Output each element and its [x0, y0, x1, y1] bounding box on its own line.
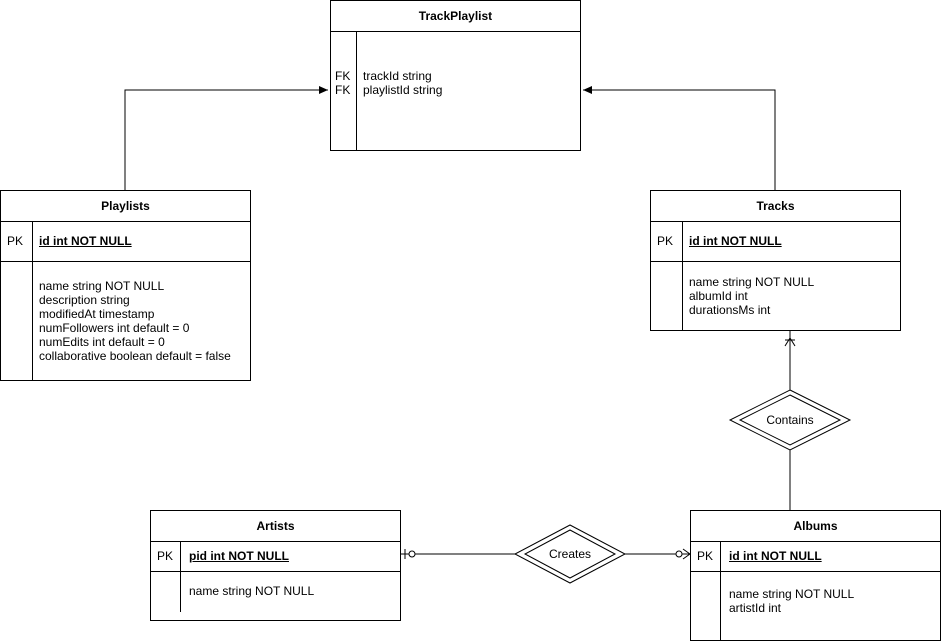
pk-field: id int NOT NULL [689, 234, 782, 248]
field-numedits: numEdits int default = 0 [39, 335, 165, 349]
field-description: description string [39, 293, 130, 307]
pk-label: PK [657, 234, 674, 248]
creates-relationship[interactable]: Creates [513, 524, 627, 584]
tracks-one-or-many-marker [784, 337, 796, 347]
pk-field: pid int NOT NULL [189, 549, 289, 563]
field-albumid: albumId int [689, 289, 748, 303]
creates-label: Creates [549, 547, 591, 561]
field-durationsms: durationsMs int [689, 303, 771, 317]
pk-row: PK id int NOT NULL [1, 222, 250, 262]
entity-title: Playlists [1, 191, 250, 222]
key-column [331, 32, 357, 150]
fk-label: FK [335, 83, 351, 97]
field-list: trackId string playlistId string [363, 69, 442, 97]
field-collaborative: collaborative boolean default = false [39, 349, 231, 363]
key-column [151, 542, 181, 612]
pk-field: id int NOT NULL [39, 234, 132, 248]
contains-relationship[interactable]: Contains [728, 389, 852, 451]
entity-albums[interactable]: Albums PK id int NOT NULL name string NO… [690, 510, 941, 641]
field-modifiedat: modifiedAt timestamp [39, 307, 155, 321]
fk-labels: FK FK [335, 69, 350, 97]
pk-label: PK [7, 234, 24, 248]
entity-title: TrackPlaylist [331, 1, 580, 32]
entity-tracks[interactable]: Tracks PK id int NOT NULL name string NO… [650, 190, 901, 331]
field-numfollowers: numFollowers int default = 0 [39, 321, 190, 335]
field-list: name string NOT NULL albumId int duratio… [689, 275, 814, 317]
tracks-to-trackplaylist-connector[interactable] [583, 86, 776, 190]
pk-row: PK pid int NOT NULL [151, 542, 400, 572]
playlists-to-trackplaylist-connector[interactable] [124, 86, 328, 190]
field-name: name string NOT NULL [729, 587, 855, 601]
field-name: name string NOT NULL [39, 279, 165, 293]
pk-row: PK id int NOT NULL [691, 542, 940, 572]
field-name: name string NOT NULL [189, 584, 315, 598]
artists-zero-or-one-marker [404, 549, 416, 559]
entity-trackplaylist[interactable]: TrackPlaylist FK FK trackId string playl… [330, 0, 581, 151]
entity-artists[interactable]: Artists PK pid int NOT NULL name string … [150, 510, 401, 621]
pk-label: PK [697, 549, 714, 563]
entity-title: Albums [691, 511, 940, 542]
key-column [651, 222, 683, 330]
key-column [691, 542, 721, 640]
pk-row: PK id int NOT NULL [651, 222, 900, 262]
contains-label: Contains [766, 413, 813, 427]
entity-title: Artists [151, 511, 400, 542]
albums-zero-or-many-marker [675, 548, 691, 560]
fk-label: FK [335, 69, 351, 83]
field-list: name string NOT NULL [189, 584, 314, 598]
field-artistid: artistId int [729, 601, 782, 615]
field-playlistid: playlistId string [363, 83, 443, 97]
field-trackid: trackId string [363, 69, 432, 83]
entity-title: Tracks [651, 191, 900, 222]
pk-field: id int NOT NULL [729, 549, 822, 563]
entity-playlists[interactable]: Playlists PK id int NOT NULL name string… [0, 190, 251, 381]
pk-label: PK [157, 549, 174, 563]
field-list: name string NOT NULL description string … [39, 279, 231, 363]
key-column [1, 222, 33, 380]
field-name: name string NOT NULL [689, 275, 815, 289]
field-list: name string NOT NULL artistId int [729, 587, 854, 615]
